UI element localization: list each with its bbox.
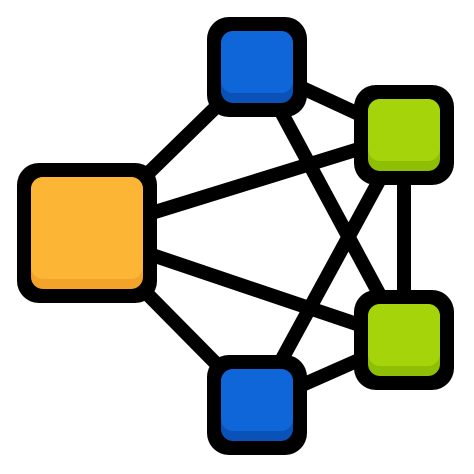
node-fill (368, 99, 440, 161)
node-right-lower (354, 290, 454, 390)
node-fill (368, 304, 440, 366)
node-top (207, 17, 307, 117)
diagram-nodes (17, 17, 454, 455)
node-fill (221, 369, 293, 431)
node-right-upper (354, 85, 454, 185)
node-fill (221, 31, 293, 93)
node-hub (17, 163, 157, 303)
node-bottom (207, 355, 307, 455)
node-fill (31, 177, 143, 279)
